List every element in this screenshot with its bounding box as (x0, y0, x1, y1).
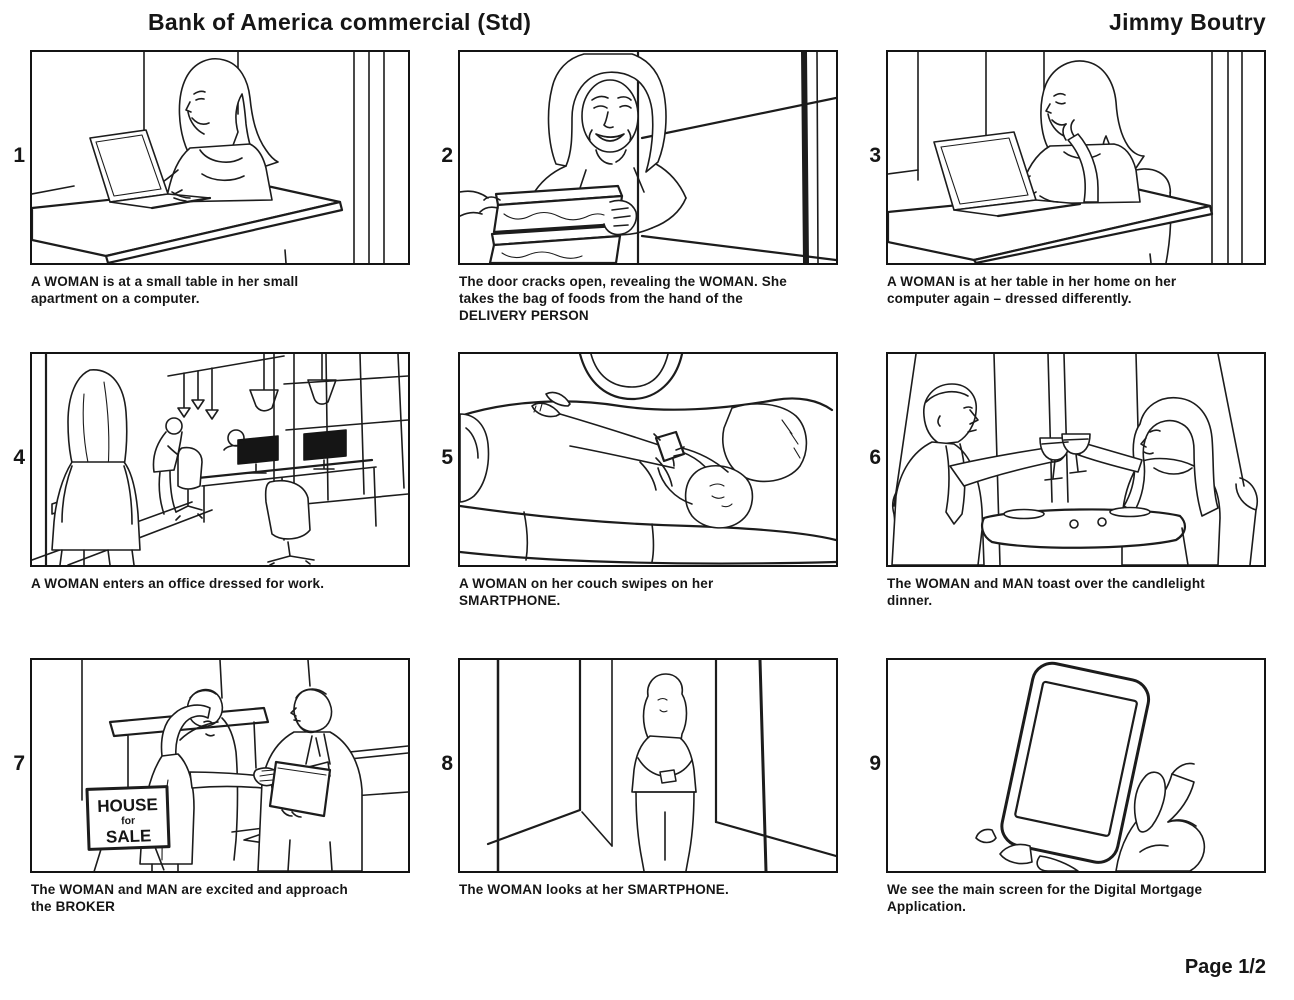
panel-caption: We see the main screen for the Digital M… (887, 882, 1203, 914)
woman-looking-at-smartphone-drawing (486, 660, 836, 871)
hand-holding-smartphone-drawing (975, 661, 1206, 871)
panel-caption: A WOMAN enters an office dressed for wor… (31, 576, 325, 591)
storyboard-panel-3: 3 (869, 50, 1266, 350)
storyboard-panel-1: 1 (13, 50, 410, 350)
panel-caption: A WOMAN on her couch swipes on her SMART… (459, 576, 714, 608)
woman-at-small-table-laptop-drawing (32, 52, 385, 263)
woman-receiving-food-delivery-drawing (460, 52, 836, 263)
woman-at-home-table-laptop-drawing (888, 52, 1243, 263)
panel-caption: The WOMAN and MAN are excited and approa… (31, 882, 348, 914)
page-title: Bank of America commercial (Std) (148, 9, 532, 35)
panel-number: 3 (869, 144, 881, 167)
author-name: Jimmy Boutry (1109, 9, 1266, 35)
sign-line-for: for (121, 815, 135, 827)
house-for-sale-sign: HOUSE for SALE (85, 785, 171, 871)
storyboard-panel-8: 8 The WOMAN looks at her SMARTPHONE. (441, 658, 838, 958)
panel-caption: The door cracks open, revealing the WOMA… (459, 274, 787, 323)
panel-number: 2 (441, 144, 453, 167)
sign-line-house: HOUSE (97, 795, 158, 816)
couple-meeting-broker-drawing: HOUSE for SALE (81, 660, 408, 871)
page-number: Page 1/2 (1184, 956, 1266, 978)
panel-frame: HOUSE for SALE (30, 658, 410, 873)
woman-on-couch-smartphone-drawing (460, 354, 836, 565)
panel-number: 5 (441, 446, 453, 469)
woman-entering-office-drawing (32, 354, 408, 565)
panel-number: 4 (13, 446, 25, 469)
panel-caption: The WOMAN and MAN toast over the candlel… (887, 576, 1205, 608)
storyboard-panel-5: 5 (441, 352, 838, 652)
panel-caption: The WOMAN looks at her SMARTPHONE. (459, 882, 729, 897)
panel-frame (458, 50, 838, 265)
storyboard-panel-7: 7 (13, 658, 410, 958)
panel-number: 1 (13, 144, 25, 167)
storyboard-panel-2: 2 (441, 50, 838, 350)
panel-frame (30, 352, 410, 567)
panel-number: 7 (13, 752, 25, 775)
panel-frame (886, 658, 1266, 873)
panel-frame (886, 50, 1266, 265)
panel-frame (30, 50, 410, 265)
storyboard-panel-6: 6 (869, 352, 1266, 652)
panel-frame (458, 658, 838, 873)
sign-line-sale: SALE (106, 826, 152, 847)
couple-toasting-dinner-drawing (891, 354, 1258, 565)
panel-frame (886, 352, 1266, 567)
storyboard-panel-9: 9 We see the main screen for the Digital… (869, 658, 1266, 958)
panel-number: 8 (441, 752, 453, 775)
panel-caption: A WOMAN is at her table in her home on h… (887, 274, 1177, 306)
storyboard-panel-4: 4 (13, 352, 410, 652)
panel-caption: A WOMAN is at a small table in her small… (31, 274, 299, 306)
panel-frame (458, 352, 838, 567)
panel-number: 6 (869, 446, 881, 469)
panel-number: 9 (869, 752, 881, 775)
